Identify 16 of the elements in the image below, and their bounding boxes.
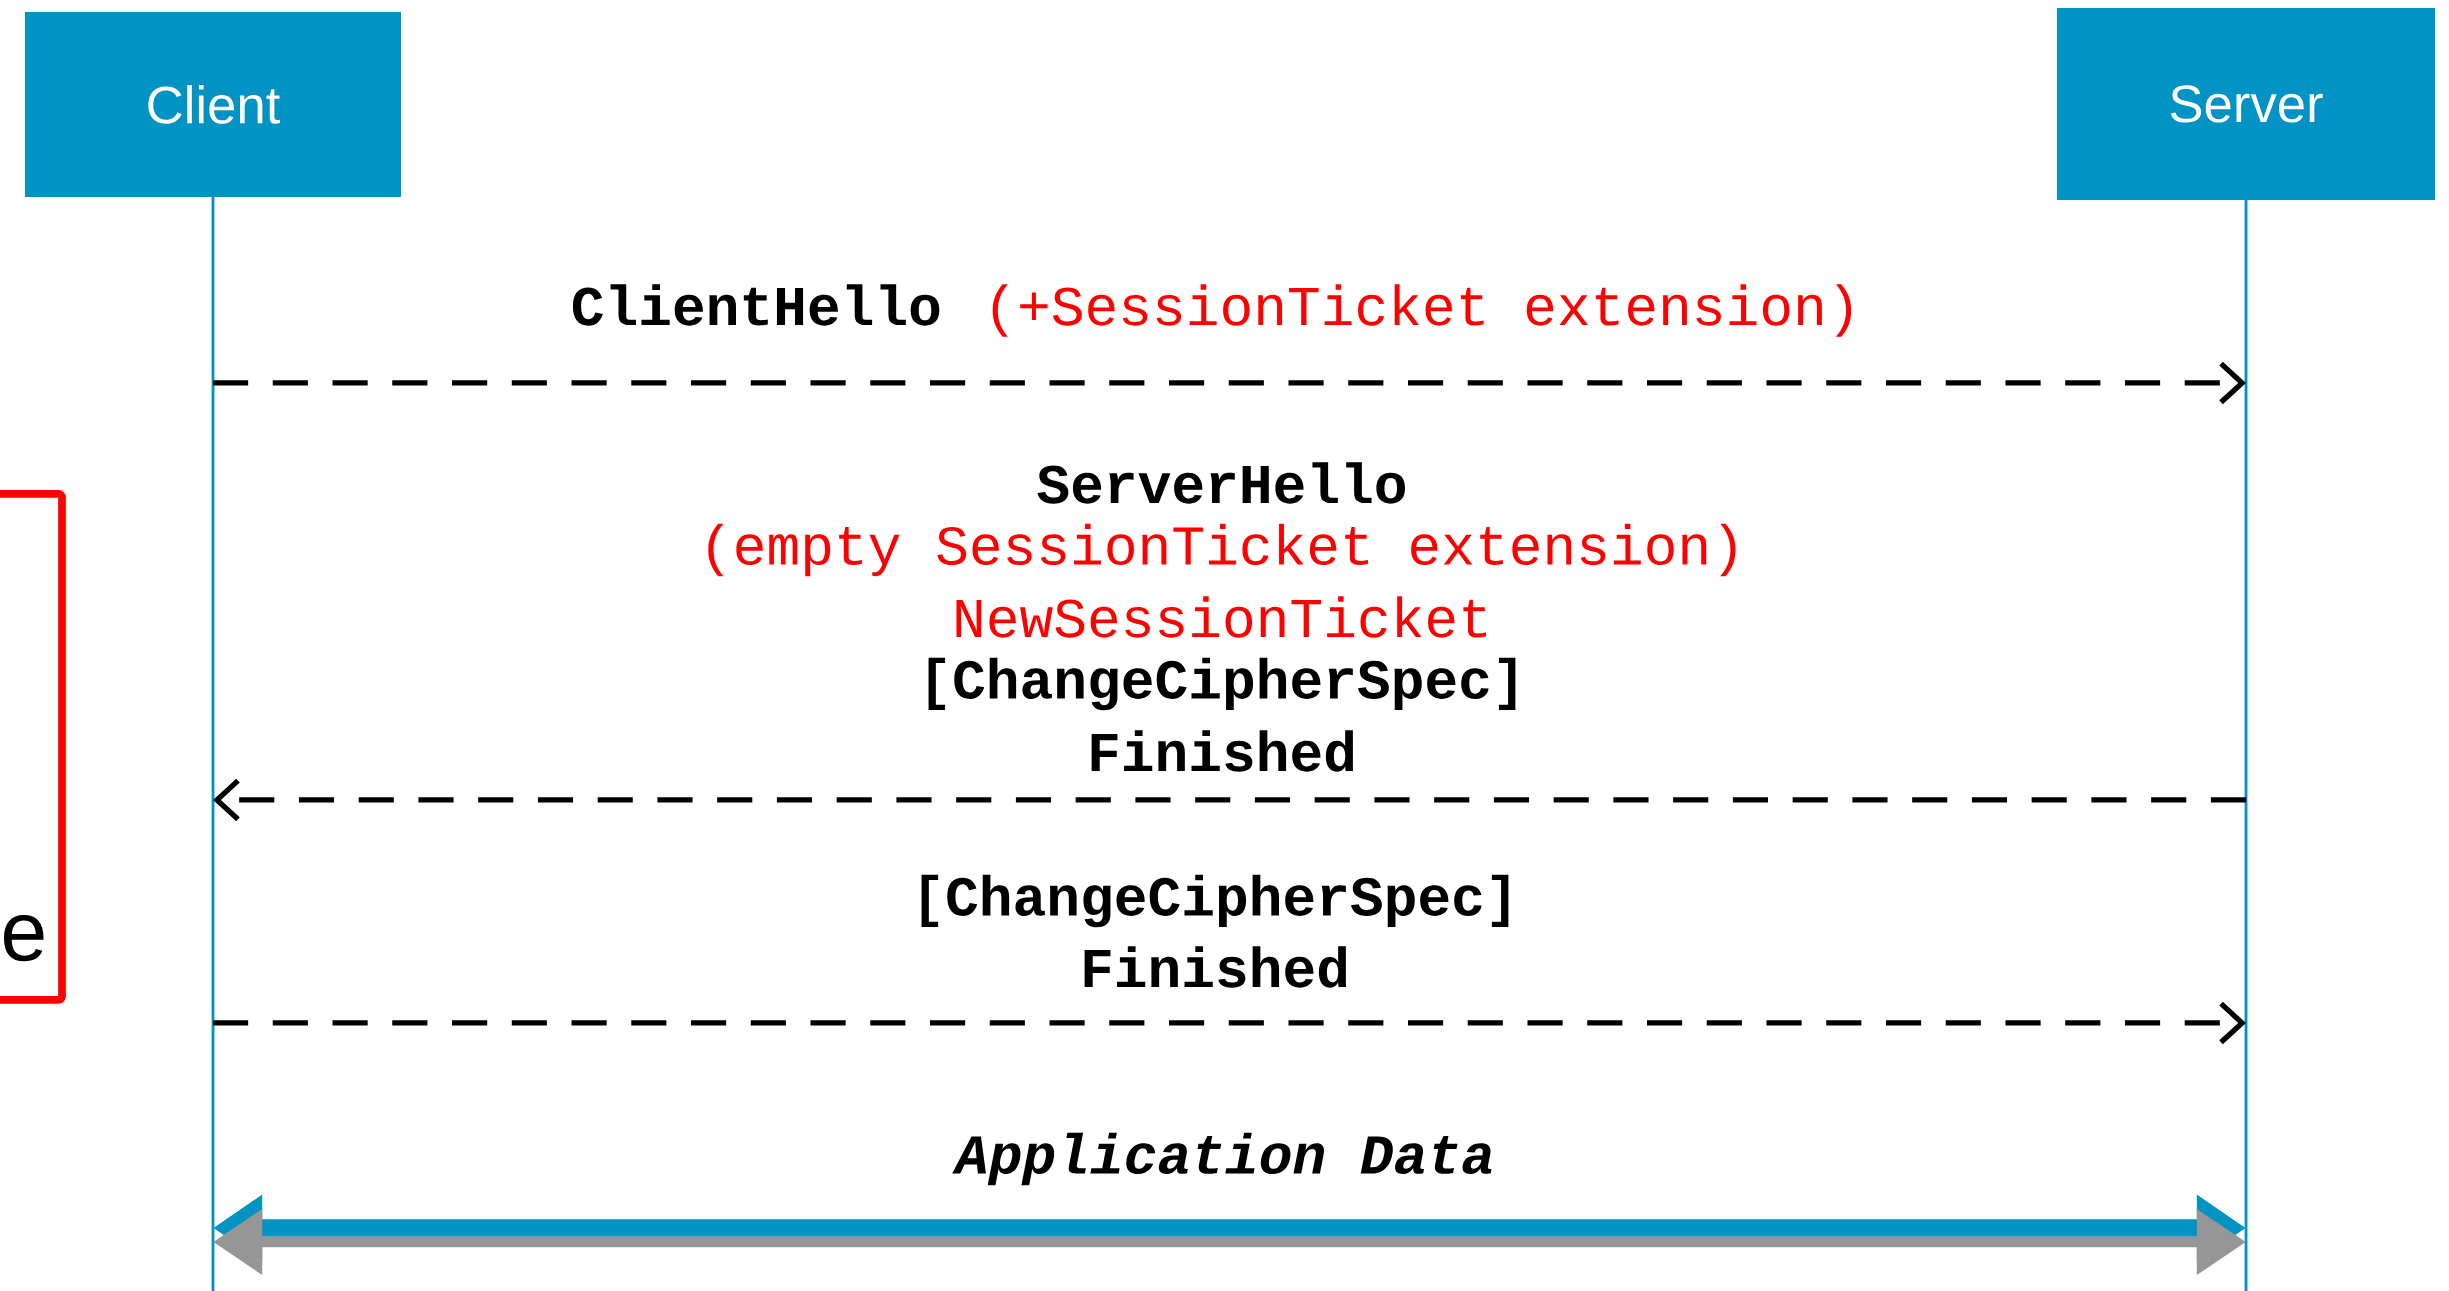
message-label: [ChangeCipherSpec] <box>928 657 1516 711</box>
message-label: (empty SessionTicket extension) <box>708 523 1736 577</box>
message-label: ServerHello <box>1037 462 1405 504</box>
message-arrow <box>213 361 2247 405</box>
message-arrow <box>213 778 2247 822</box>
message-label: ClientHello <box>572 284 940 326</box>
message-label: NewSessionTicket <box>956 596 1487 638</box>
message-label: Application Data <box>952 1132 1492 1186</box>
message-label: Finished <box>1091 730 1354 772</box>
participant-box: Client <box>25 12 401 197</box>
message-label: Finished <box>1084 946 1347 988</box>
message-label: [ChangeCipherSpec] <box>921 874 1509 928</box>
message-label: (+SessionTicket extension) <box>992 284 1852 337</box>
message-arrow <box>213 1001 2247 1045</box>
note-box: e <box>0 490 66 1004</box>
participant-box: Server <box>2057 8 2436 200</box>
